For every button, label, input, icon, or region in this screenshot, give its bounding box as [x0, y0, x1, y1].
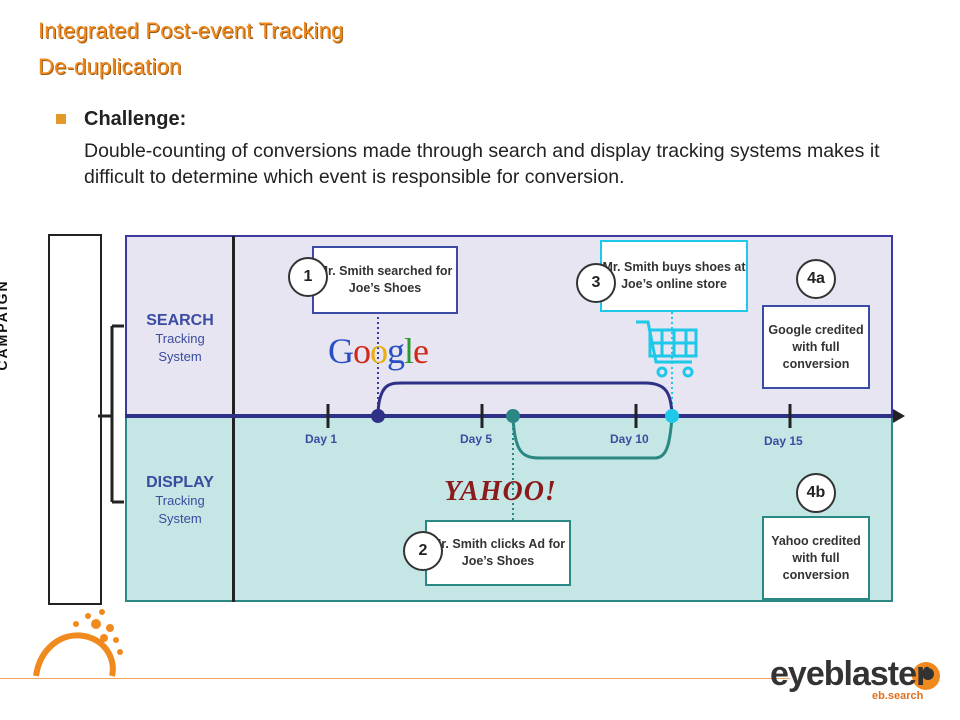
yahoo-logo: YAHOO! — [444, 476, 557, 507]
timeline-arrow-icon — [893, 409, 905, 423]
step4b-number: 4b — [796, 473, 836, 513]
dot-purchase-day10 — [665, 409, 679, 423]
step1-box: Mr. Smith searched for Joe’s Shoes — [312, 246, 458, 314]
bullet-icon — [56, 114, 66, 124]
display-system-line2: System — [158, 511, 202, 526]
display-system-name: DISPLAY — [146, 474, 214, 491]
step3-number: 3 — [576, 263, 616, 303]
search-system-line1: Tracking — [155, 331, 205, 346]
display-arc — [511, 417, 674, 460]
step1-number: 1 — [288, 257, 328, 297]
google-logo: Google — [328, 331, 429, 371]
day-label-15: Day 15 — [764, 434, 803, 448]
campaign-box — [48, 234, 102, 605]
title-line-1: Integrated Post-event Tracking — [38, 18, 344, 43]
search-system-name: SEARCH — [146, 312, 214, 329]
day-label-10: Day 10 — [610, 432, 649, 446]
step2-box: Mr. Smith clicks Ad for Joe’s Shoes — [425, 520, 571, 586]
eyeblaster-sub: eb.search — [872, 690, 924, 702]
eyeblaster-logo: eyeblaster — [770, 655, 929, 693]
search-arc — [376, 381, 674, 413]
search-system-label: SEARCH Tracking System — [130, 312, 230, 366]
challenge-label: Challenge: — [84, 108, 187, 130]
day-label-5: Day 5 — [460, 432, 493, 446]
day-label-1: Day 1 — [305, 432, 338, 446]
footer-line — [0, 678, 790, 679]
shopping-cart-icon — [636, 320, 698, 378]
challenge-text: Double-counting of conversions made thro… — [84, 140, 880, 188]
sun-logo-icon — [33, 609, 123, 677]
search-system-line2: System — [158, 349, 202, 364]
step4a-box: Google credited with full conversion — [762, 305, 870, 389]
dot-display-day5 — [506, 409, 520, 423]
step3-box: Mr. Smith buys shoes at Joe’s online sto… — [600, 240, 748, 312]
display-system-line1: Tracking — [155, 493, 205, 508]
step4a-number: 4a — [796, 259, 836, 299]
system-divider — [232, 236, 235, 602]
title-line-2: De-duplication — [38, 54, 182, 79]
dot-search-day1 — [371, 409, 385, 423]
step2-number: 2 — [403, 531, 443, 571]
display-system-label: DISPLAY Tracking System — [130, 474, 230, 528]
eyeblaster-eye-icon — [912, 662, 940, 690]
campaign-bracket — [98, 324, 124, 504]
step4b-box: Yahoo credited with full conversion — [762, 516, 870, 600]
